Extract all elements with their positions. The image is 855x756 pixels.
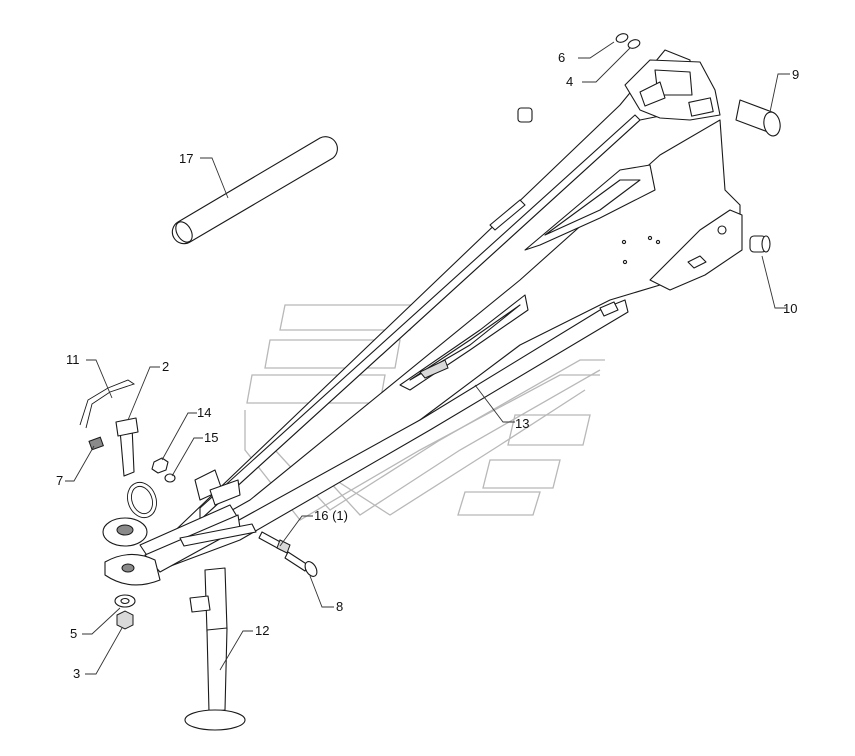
lynch-ring	[127, 481, 157, 519]
part-15-washer	[164, 473, 176, 483]
callout-7: 7	[56, 473, 63, 488]
part-11-spring	[79, 379, 136, 429]
part-10-bushing	[749, 235, 771, 253]
part-4-ring	[627, 39, 641, 49]
callout-16-1: 16 (1)	[314, 508, 348, 523]
part-6-ring	[615, 33, 629, 43]
callout-12: 12	[255, 623, 269, 638]
callout-13: 13	[515, 416, 529, 431]
bushing-top	[517, 107, 533, 123]
part-16-bolt	[258, 531, 291, 554]
part-14-nut	[151, 457, 169, 474]
callout-8: 8	[336, 599, 343, 614]
boom-frame	[139, 49, 743, 573]
part-3-nut	[116, 610, 134, 630]
part-9-pin	[735, 99, 781, 137]
part-12-jack-stand	[179, 523, 257, 731]
callout-labels: 17 6 4 9 10 13 11 2 14 15 7 16 (1) 8 12 …	[56, 50, 799, 681]
hitch-eye	[102, 517, 161, 586]
part-8-bolt	[284, 551, 318, 577]
leader-lines	[65, 41, 790, 675]
callout-9: 9	[792, 67, 799, 82]
part-17-tube	[171, 136, 338, 245]
callout-2: 2	[162, 359, 169, 374]
callout-14: 14	[197, 405, 211, 420]
callout-10: 10	[783, 301, 797, 316]
part-7-clip	[88, 436, 104, 451]
callout-11: 11	[66, 352, 80, 367]
part-2-bolt	[115, 417, 139, 477]
callout-3: 3	[73, 666, 80, 681]
callout-6: 6	[558, 50, 565, 65]
part-5-washer	[114, 594, 136, 608]
callout-15: 15	[204, 430, 218, 445]
callout-5: 5	[70, 626, 77, 641]
callout-17: 17	[179, 151, 193, 166]
callout-4: 4	[566, 74, 573, 89]
